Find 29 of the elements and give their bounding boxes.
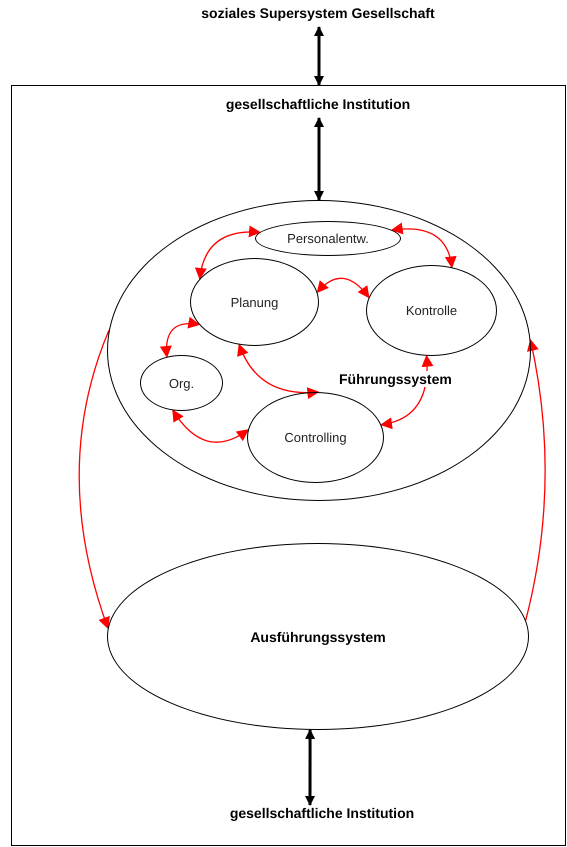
ellipse-node: [107, 543, 529, 730]
double-arrow: [314, 117, 324, 201]
system-boundary-box: [11, 85, 566, 846]
system-label: Führungssystem: [339, 371, 452, 387]
arrow: [78, 330, 110, 630]
ellipse-node: [107, 200, 531, 501]
double-arrow: [316, 278, 370, 298]
system-label: Ausführungssystem: [250, 628, 386, 644]
node-label: Controlling: [284, 430, 347, 445]
ellipse-node: [255, 221, 401, 256]
ellipse-node: [140, 355, 223, 411]
double-arrow: [314, 26, 324, 86]
heading-text: gesellschaftliche Institution: [160, 96, 476, 118]
ellipse-node: [190, 258, 319, 346]
double-arrow: [305, 728, 316, 806]
node-label: Planung: [230, 294, 278, 310]
double-arrow: [238, 344, 320, 399]
double-arrow: [195, 226, 261, 280]
node-label: Org.: [168, 376, 194, 390]
node-label: Personalentw.: [287, 231, 369, 246]
ellipse-node: [247, 392, 384, 483]
double-arrow: [390, 222, 456, 268]
arrow: [525, 338, 546, 620]
heading-text: gesellschaftliche Institution: [164, 805, 480, 827]
node-label: Kontrolle: [406, 303, 458, 318]
double-arrow: [160, 317, 200, 358]
double-arrow: [172, 409, 249, 443]
ellipse-node: [366, 265, 497, 356]
heading-text: soziales Supersystem Gesellschaft: [150, 5, 486, 27]
